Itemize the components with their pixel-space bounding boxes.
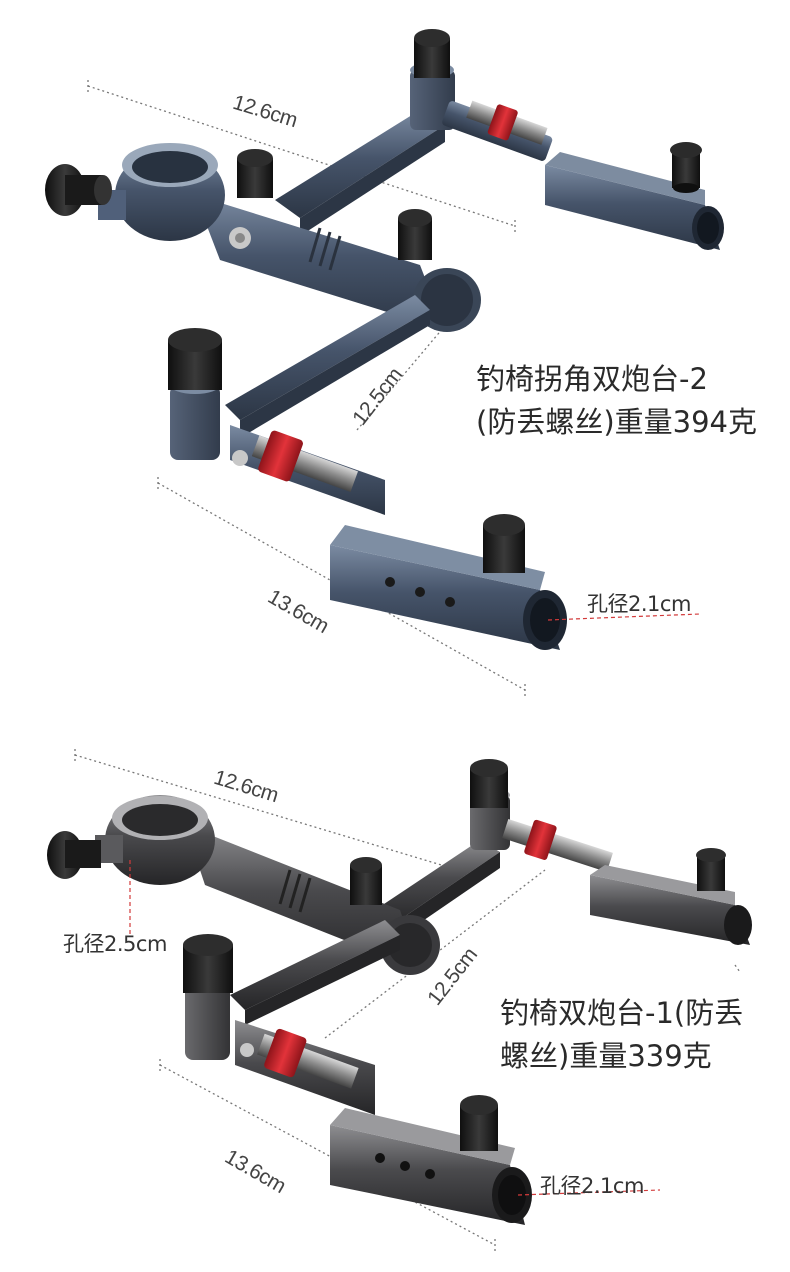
caption-line-2: (防丢螺丝)重量394克 (476, 405, 757, 439)
caption-line-1: 钓椅拐角双炮台-2 (476, 362, 708, 396)
product-panel-top: 12.6cm 12.5cm 13.6cm 钓椅拐角双炮台-2 (防丢螺丝)重量3… (45, 29, 757, 696)
pipe-clamp (98, 143, 225, 241)
lower-tube-bottom (330, 1095, 532, 1225)
product-caption-top: 钓椅拐角双炮台-2 (防丢螺丝)重量394克 (476, 358, 757, 444)
clamp-knob (45, 164, 112, 216)
hole-indicator-top (547, 613, 701, 621)
clamp-knob-bottom (47, 831, 101, 879)
main-body (195, 195, 481, 332)
tube-hole-diameter-label: 孔径2.1cm (540, 1174, 644, 1198)
upper-arm (275, 62, 724, 250)
upper-arm-bottom (375, 759, 752, 945)
clamp-hole-diameter-label: 孔径2.5cm (63, 932, 167, 956)
lower-tube (330, 514, 567, 650)
product-panel-bottom: 12.6cm 12.5cm 13.6cm 孔径2.5cm 钓椅双炮台-1(防丢 … (0, 720, 790, 1272)
hole-diameter-label: 孔径2.1cm (587, 592, 691, 616)
lower-arm (168, 295, 430, 515)
product-illustration-top (45, 29, 724, 696)
hole-indicator-lines-bottom (129, 860, 661, 1196)
product-illustration-bottom (47, 749, 752, 1251)
caption-line-2-bottom: 螺丝)重量339克 (500, 1039, 712, 1073)
pipe-clamp-bottom (95, 795, 215, 885)
product-caption-bottom: 钓椅双炮台-1(防丢 螺丝)重量339克 (500, 992, 743, 1078)
lower-arm-bottom (183, 920, 400, 1115)
caption-line-1-bottom: 钓椅双炮台-1(防丢 (500, 996, 744, 1030)
